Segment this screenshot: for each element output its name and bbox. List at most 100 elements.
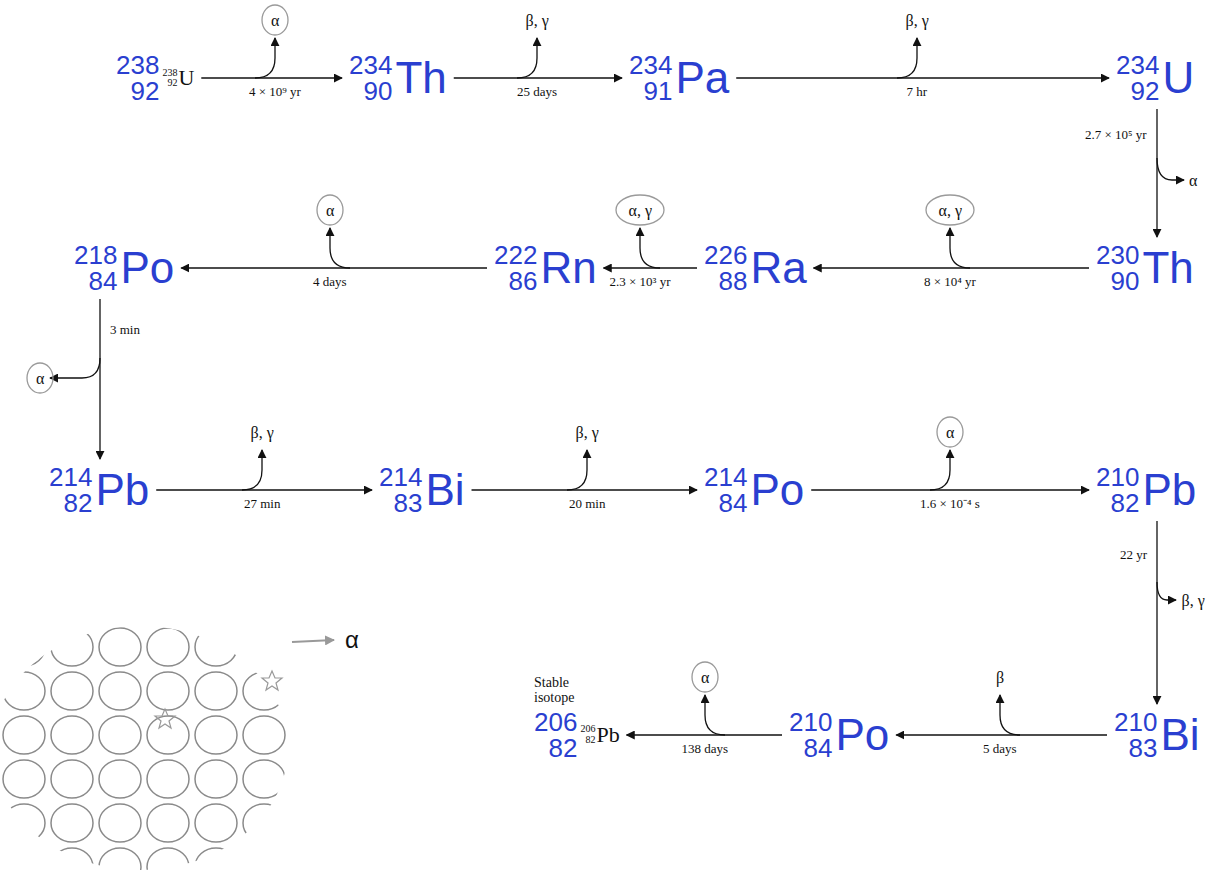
nuclide-numbers: 23491	[629, 52, 672, 104]
emission-arrow	[1157, 582, 1176, 600]
atomic-number: 86	[508, 268, 537, 294]
half-life-label: 5 days	[981, 741, 1019, 757]
nuclide-numbers: 21484	[704, 464, 747, 516]
mass-number: 234	[349, 52, 392, 78]
hand-circles	[27, 5, 974, 692]
emission-pointer	[292, 640, 334, 642]
nuclide-numbers: 22688	[704, 242, 747, 294]
nuclide-node: 21084Po	[785, 707, 893, 763]
emission-arrow	[705, 695, 725, 735]
atomic-number: 83	[393, 490, 422, 516]
element-symbol: Th	[395, 56, 446, 100]
element-symbol: U	[1162, 56, 1194, 100]
hand-circle	[616, 195, 664, 225]
emitted-particle: α	[345, 626, 359, 655]
emission-arrow	[1157, 158, 1184, 180]
element-symbol: Bi	[425, 468, 464, 512]
element-symbol: U	[178, 67, 194, 89]
mass-number: 222	[494, 242, 537, 268]
decay-arrow	[181, 267, 487, 268]
element-symbol: Pb	[95, 468, 149, 512]
nuclide-node: 23490Th	[345, 50, 451, 106]
hand-circle	[262, 5, 288, 35]
element-symbol: Po	[835, 713, 889, 757]
nuclide-node: 21083Bi	[1110, 707, 1204, 763]
mass-number: 206	[534, 709, 577, 735]
element-symbol: Pb	[1142, 468, 1196, 512]
nuclide-numbers: 21084	[789, 709, 832, 761]
atomic-number: 92	[130, 78, 159, 104]
atomic-number: 82	[63, 490, 92, 516]
element-symbol: Rn	[540, 246, 596, 290]
atomic-number: 82	[548, 735, 577, 761]
atomic-number: 88	[718, 268, 747, 294]
decay-arrow	[1156, 521, 1157, 704]
atomic-number: 92	[167, 78, 177, 89]
mass-number: 238	[162, 68, 177, 79]
emission-arrow	[930, 450, 950, 490]
nuclide-node: 22286Rn	[490, 240, 601, 296]
nuclide-numbers: 23492	[1116, 52, 1159, 104]
atomic-number: 82	[1110, 490, 1139, 516]
nuclide-node: 23492U	[1112, 50, 1198, 106]
nuclide-node: 21082Pb	[1092, 462, 1200, 518]
emission-label: β, γ	[526, 11, 549, 30]
mass-number: 214	[379, 464, 422, 490]
half-life-label: 8 × 10⁴ yr	[922, 274, 978, 290]
nuclide-numbers: 21884	[74, 242, 117, 294]
decay-arrow	[736, 77, 1109, 78]
mass-number: 214	[704, 464, 747, 490]
element-symbol: Pa	[675, 56, 729, 100]
mass-number: 218	[74, 242, 117, 268]
emission-label: β, γ	[251, 423, 274, 442]
decay-arrow	[201, 77, 342, 78]
decay-arrow	[472, 489, 697, 490]
emission-arrow	[330, 228, 350, 268]
nuclide-numbers: 23490	[349, 52, 392, 104]
emission-label: α	[326, 201, 334, 220]
nuclide-node: 23491Pa	[625, 50, 733, 106]
atomic-number: 83	[1128, 735, 1157, 761]
mass-number: 234	[629, 52, 672, 78]
atomic-number: 82	[585, 735, 595, 746]
nuclide-numbers: 23892	[162, 68, 177, 89]
element-symbol: Bi	[1160, 713, 1199, 757]
mass-number: 210	[789, 709, 832, 735]
nuclide-numbers: 21483	[379, 464, 422, 516]
decay-arrow	[99, 299, 100, 459]
emission-arrow	[517, 38, 537, 78]
nuclide-node: 21483Bi	[375, 462, 469, 518]
half-life-label: 7 hr	[905, 84, 930, 100]
element-symbol: Ra	[750, 246, 806, 290]
hand-circle	[317, 195, 343, 225]
hand-circle	[926, 195, 974, 225]
emission-label: α	[36, 369, 44, 388]
atomic-number: 91	[643, 78, 672, 104]
half-life-label: 25 days	[515, 84, 559, 100]
element-symbol: Po	[120, 246, 174, 290]
emission-label: α	[946, 423, 954, 442]
atomic-number: 90	[363, 78, 392, 104]
node-heading: Stable isotope	[534, 675, 596, 706]
nuclide-numbers: 23090	[1096, 242, 1139, 294]
element-symbol: Po	[750, 468, 804, 512]
mass-number: 238	[116, 52, 159, 78]
nuclide-numbers: 23892	[116, 52, 159, 104]
nuclide-numbers: 20682	[580, 724, 595, 745]
atomic-number: 84	[88, 268, 117, 294]
mass-number: 214	[49, 464, 92, 490]
hand-circle	[937, 417, 963, 447]
emission-label: β	[996, 668, 1004, 687]
emission-arrow	[897, 38, 917, 78]
mass-number: 234	[1116, 52, 1159, 78]
emission-arrow	[255, 38, 275, 78]
element-symbol: Th	[1142, 246, 1193, 290]
decay-arrow	[814, 267, 1089, 268]
emission-label: β, γ	[1182, 591, 1205, 610]
emission-label: β, γ	[576, 423, 599, 442]
emission-arrow	[640, 228, 660, 268]
half-life-label: 4 days	[311, 274, 349, 290]
half-life-label: 2.3 × 10³ yr	[608, 274, 673, 290]
nuclide-numbers: 21082	[1096, 464, 1139, 516]
